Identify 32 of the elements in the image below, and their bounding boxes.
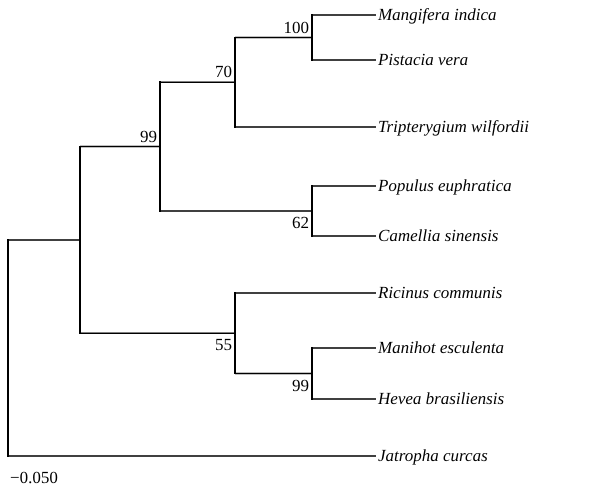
species-name: Pistacia vera — [378, 50, 468, 70]
species-name: Jatropha curcas — [378, 446, 488, 466]
species-name: Mangifera indica — [378, 5, 497, 25]
branch-line — [235, 372, 312, 374]
branch-line — [80, 146, 160, 148]
scale-value: −0.050 — [10, 468, 58, 488]
branch-line — [235, 292, 376, 294]
branch-line — [8, 239, 80, 241]
branch-line — [80, 332, 235, 334]
branch-line — [312, 235, 376, 237]
branch-line — [235, 126, 376, 128]
bootstrap-value: 99 — [140, 126, 157, 146]
branch-line — [312, 59, 376, 61]
branch-line — [160, 82, 235, 83]
bootstrap-value: 70 — [215, 62, 232, 82]
species-name: Ricinus communis — [378, 283, 502, 303]
branch-line — [8, 455, 376, 457]
species-name: Manihot esculenta — [378, 338, 504, 358]
bootstrap-value: 62 — [292, 213, 309, 233]
bootstrap-value: 99 — [292, 376, 309, 396]
bootstrap-value: 55 — [215, 335, 232, 356]
branch-line — [312, 185, 376, 187]
species-name: Tripterygium wilfordii — [378, 117, 529, 137]
branch-line — [235, 36, 312, 38]
bootstrap-value: 100 — [284, 18, 309, 38]
species-name: Hevea brasiliensis — [378, 389, 504, 409]
branch-line — [312, 347, 376, 349]
branch-line — [312, 14, 376, 16]
branch-line — [160, 210, 312, 212]
species-name: Populus euphratica — [378, 176, 512, 196]
species-name: Camellia sinensis — [378, 226, 498, 246]
branch-line — [312, 398, 376, 400]
